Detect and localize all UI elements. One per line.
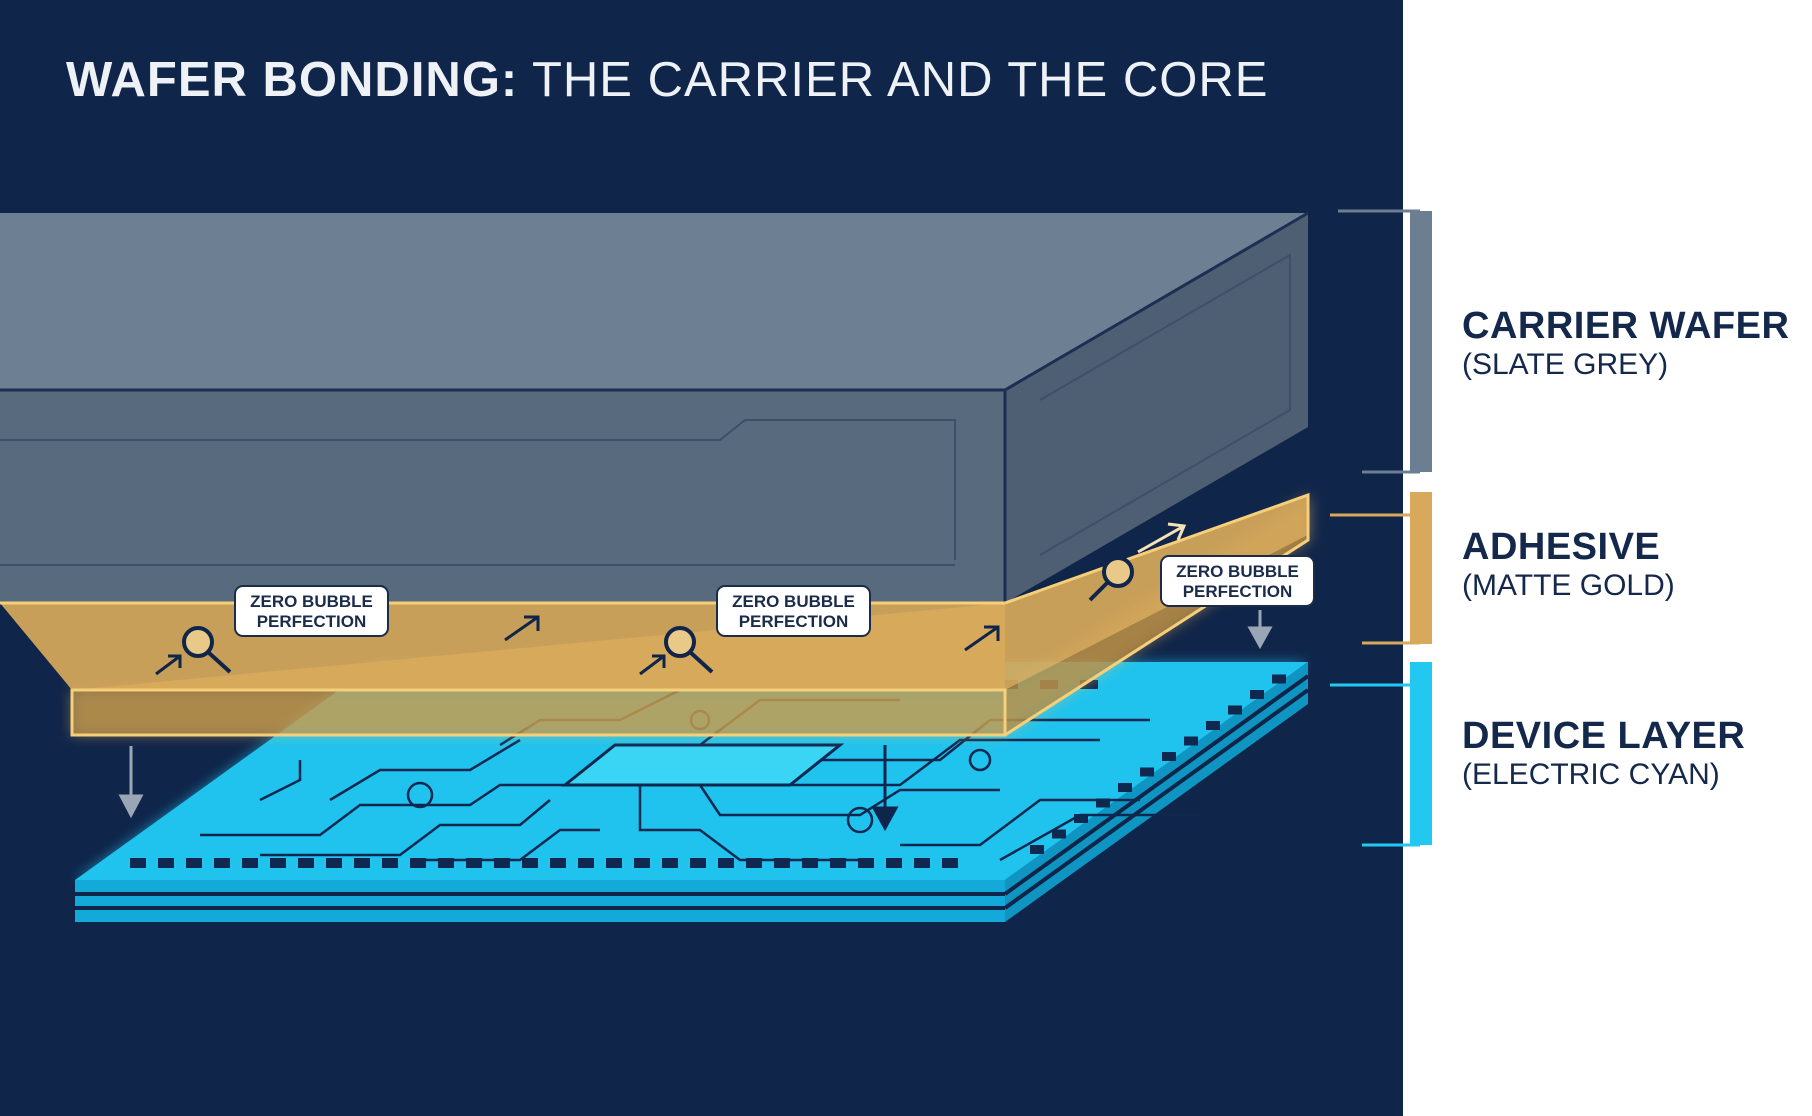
carrier-top-face: [0, 213, 1308, 390]
legend-brackets: [1330, 209, 1432, 847]
carrier-side-face: [1005, 213, 1308, 603]
contact-pad: [438, 858, 454, 868]
contact-pad: [1080, 680, 1098, 689]
device-layer-label: DEVICE LAYER (ELECTRIC CYAN): [1462, 715, 1745, 793]
contact-pad: [130, 858, 146, 868]
device-side-face: [1005, 662, 1308, 922]
contact-pad: [214, 858, 230, 868]
contact-pad: [1228, 705, 1242, 715]
device-layer-stripe: [1003, 688, 1310, 910]
magnifier-icon: [182, 626, 232, 674]
down-arrow-icon: [1247, 610, 1273, 650]
carrier-front-face: [0, 390, 1005, 603]
magnifier-icon: [664, 626, 714, 674]
arrow-icon: [155, 654, 182, 676]
layer-name: DEVICE LAYER: [1462, 715, 1746, 757]
contact-pad: [186, 858, 202, 868]
contact-pad: [466, 858, 482, 868]
contact-pad: [410, 858, 426, 868]
carrier-wafer: [0, 211, 1309, 603]
legend-panel: [1403, 0, 1812, 1116]
contact-pad: [1206, 721, 1220, 730]
contact-pad: [494, 858, 510, 868]
contact-pad: [774, 858, 790, 868]
contact-pad: [830, 858, 846, 868]
contact-pad: [690, 858, 706, 868]
carrier-side-groove: [1039, 253, 1291, 556]
device-front-face: [75, 880, 1005, 922]
contact-pad: [942, 858, 958, 868]
contact-pad: [1250, 690, 1264, 699]
contact-pad: [1118, 783, 1132, 792]
arrow-icon: [964, 625, 1000, 652]
carrier-wafer-label: CARRIER WAFER (SLATE GREY): [1462, 305, 1789, 383]
contact-pad: [354, 858, 370, 868]
contact-pad: [1096, 798, 1110, 808]
contact-pad: [914, 858, 930, 868]
contact-pad: [522, 858, 538, 868]
adhesive-layer: [0, 492, 1310, 737]
adhesive-label: ADHESIVE (MATTE GOLD): [1462, 526, 1675, 604]
layer-color-note: (ELECTRIC CYAN): [1462, 758, 1720, 791]
contact-pad: [746, 858, 762, 868]
contact-pad: [606, 858, 622, 868]
contact-pad: [326, 858, 342, 868]
contact-pad: [270, 858, 286, 868]
adhesive-edge: [1004, 492, 1310, 737]
adhesive-front-face: [72, 690, 1005, 735]
arrow-icon: [504, 615, 540, 642]
contact-pad: [550, 858, 566, 868]
contact-pad: [1272, 674, 1286, 684]
contact-pad: [298, 858, 314, 868]
contact-pad: [886, 858, 902, 868]
contact-pad: [1074, 814, 1088, 823]
device-layer-stripe: [1003, 674, 1310, 896]
contact-pad: [1030, 845, 1044, 854]
contact-pad: [578, 858, 594, 868]
down-arrow-icon: [871, 745, 899, 832]
layer-color-note: (MATTE GOLD): [1462, 569, 1675, 602]
down-arrow-icon: [118, 746, 144, 819]
contact-pad: [1140, 767, 1154, 777]
contact-pad: [858, 858, 874, 868]
layer-color-note: (SLATE GREY): [1462, 348, 1669, 381]
contact-pad: [634, 858, 650, 868]
contact-pad: [1162, 752, 1176, 761]
carrier-color-bar: [1410, 211, 1432, 472]
contact-pad: [158, 858, 174, 868]
page-title: WAFER BONDING: THE CARRIER AND THE CORE: [66, 53, 1269, 107]
arrow-icon: [639, 654, 666, 676]
contact-pad: [718, 858, 734, 868]
carrier-groove: [0, 419, 956, 560]
central-chip: [560, 743, 845, 787]
contact-pad: [382, 858, 398, 868]
contact-pad: [1052, 829, 1066, 839]
contact-pad: [802, 858, 818, 868]
contact-pad: [242, 858, 258, 868]
arrow-icon: [1137, 522, 1187, 554]
magnifier-icon: [1088, 556, 1134, 602]
layer-name: ADHESIVE: [1462, 526, 1661, 568]
device-color-bar: [1410, 662, 1432, 845]
layer-name: CARRIER WAFER: [1462, 305, 1790, 347]
adhesive-color-bar: [1410, 492, 1432, 644]
contact-pad: [1184, 736, 1198, 746]
contact-pad: [662, 858, 678, 868]
